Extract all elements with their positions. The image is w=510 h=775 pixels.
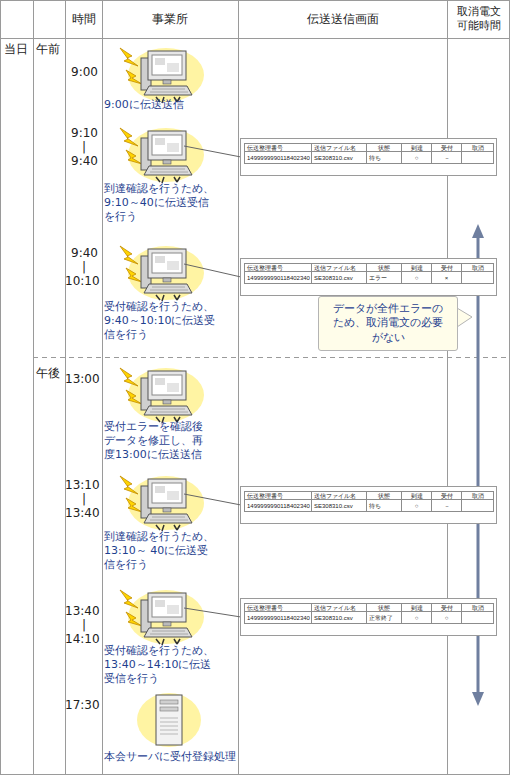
leader-line — [184, 264, 241, 277]
time-separator: | — [78, 492, 90, 507]
grid-line — [509, 0, 510, 775]
step-caption: 到達確認を行うため、9:10～40に伝送受信を行う — [104, 182, 218, 223]
step-caption: 到達確認を行うため、13:10～ 40に伝送受信を行う — [104, 530, 218, 571]
column-header: 時間 — [65, 12, 102, 27]
pc-icon — [120, 368, 204, 423]
pc-icon — [120, 128, 204, 183]
time-separator: | — [78, 260, 90, 275]
day-label: 当日 — [4, 42, 32, 57]
time-label: 17:30 — [65, 698, 98, 713]
callout-text: データが全件エラーのため、取消電文の必要がない — [333, 302, 443, 345]
time-label: 13:10 — [65, 478, 98, 493]
table-data-cell: 1499999990118402340 — [244, 499, 312, 512]
grid-line — [0, 774, 510, 775]
screen-table: 伝送整理番号送信ファイル名状態到達受付取消1499999990118402340… — [240, 486, 497, 524]
table-empty-cell — [461, 611, 494, 624]
step-caption: 9:00に伝送送信 — [104, 98, 238, 112]
time-separator: | — [78, 618, 90, 633]
server-icon — [137, 693, 201, 747]
table-data-cell: ○ — [401, 151, 432, 164]
step-caption: 受付エラーを確認後データを修正し、再度13:00に伝送送信 — [104, 420, 208, 461]
table-data-cell: SE308310.csv — [311, 611, 367, 624]
grid-line — [238, 0, 239, 775]
table-data-cell: － — [431, 499, 462, 512]
table-data-cell: － — [431, 151, 462, 164]
table-data-cell: 1499999990118402340 — [244, 611, 312, 624]
time-label: 13:40 — [65, 604, 98, 619]
time-label: 9:40 — [65, 154, 98, 169]
time-label: 9:40 — [65, 246, 98, 261]
table-data-cell: ○ — [401, 499, 432, 512]
pc-icon — [120, 48, 204, 103]
grid-line — [0, 38, 510, 39]
time-label: 9:10 — [65, 126, 98, 141]
leader-line — [184, 146, 241, 157]
table-data-cell: ○ — [431, 611, 462, 624]
table-data-cell: 待ち — [366, 151, 402, 164]
callout-pointer — [457, 308, 472, 327]
time-label: 9:00 — [65, 65, 98, 80]
arrow-head — [472, 224, 484, 238]
table-data-cell: × — [431, 271, 462, 284]
table-empty-cell — [461, 499, 494, 512]
step-caption: 本会サーバに受付登録処理 — [104, 750, 238, 763]
time-label: 10:10 — [65, 274, 98, 289]
grid-line — [102, 0, 103, 775]
leader-line — [184, 494, 241, 505]
time-label: 13:00 — [65, 372, 98, 387]
screen-table: 伝送整理番号送信ファイル名状態到達受付取消1499999990118402340… — [240, 258, 497, 296]
pc-icon — [120, 476, 204, 531]
step-caption: 受付確認を行うため、9:40～10:10に伝送受信を行う — [104, 300, 218, 341]
table-data-cell: 1499999990118402340 — [244, 151, 312, 164]
table-data-cell: 1499999990118402340 — [244, 271, 312, 284]
leader-line — [184, 608, 241, 617]
period-label: 午前 — [36, 42, 64, 57]
column-header: 取消電文 可能時間 — [454, 5, 504, 33]
grid-line — [0, 0, 510, 1]
pc-icon — [120, 590, 204, 645]
table-data-cell: ○ — [401, 271, 432, 284]
grid-line — [65, 0, 66, 775]
table-data-cell: SE308310.csv — [311, 499, 367, 512]
screen-table: 伝送整理番号送信ファイル名状態到達受付取消1499999990118402340… — [240, 598, 497, 636]
am-pm-divider — [33, 357, 510, 358]
period-label: 午後 — [36, 366, 64, 381]
table-data-cell: 正常終了 — [366, 611, 402, 624]
column-header: 事業所 — [102, 12, 238, 27]
table-empty-cell — [461, 271, 494, 284]
arrow-head — [472, 692, 484, 706]
table-data-cell: エラー — [366, 271, 402, 284]
screen-table: 伝送整理番号送信ファイル名状態到達受付取消1499999990118402340… — [240, 138, 497, 176]
step-caption: 受付確認を行うため、13:40～14:10に伝送受信を行う — [104, 644, 218, 685]
grid-line — [0, 0, 1, 775]
table-data-cell: SE308310.csv — [311, 151, 367, 164]
grid-line — [33, 0, 34, 775]
pc-icon — [120, 246, 204, 301]
grid-line — [447, 0, 448, 775]
time-label: 13:40 — [65, 506, 98, 521]
table-empty-cell — [461, 151, 494, 164]
callout-box: データが全件エラーのため、取消電文の必要がない — [318, 296, 458, 351]
time-separator: | — [78, 140, 90, 155]
column-header: 伝送送信画面 — [238, 12, 447, 27]
time-label: 14:10 — [65, 632, 98, 647]
table-data-cell: ○ — [401, 611, 432, 624]
table-data-cell: 待ち — [366, 499, 402, 512]
table-data-cell: SE308310.csv — [311, 271, 367, 284]
